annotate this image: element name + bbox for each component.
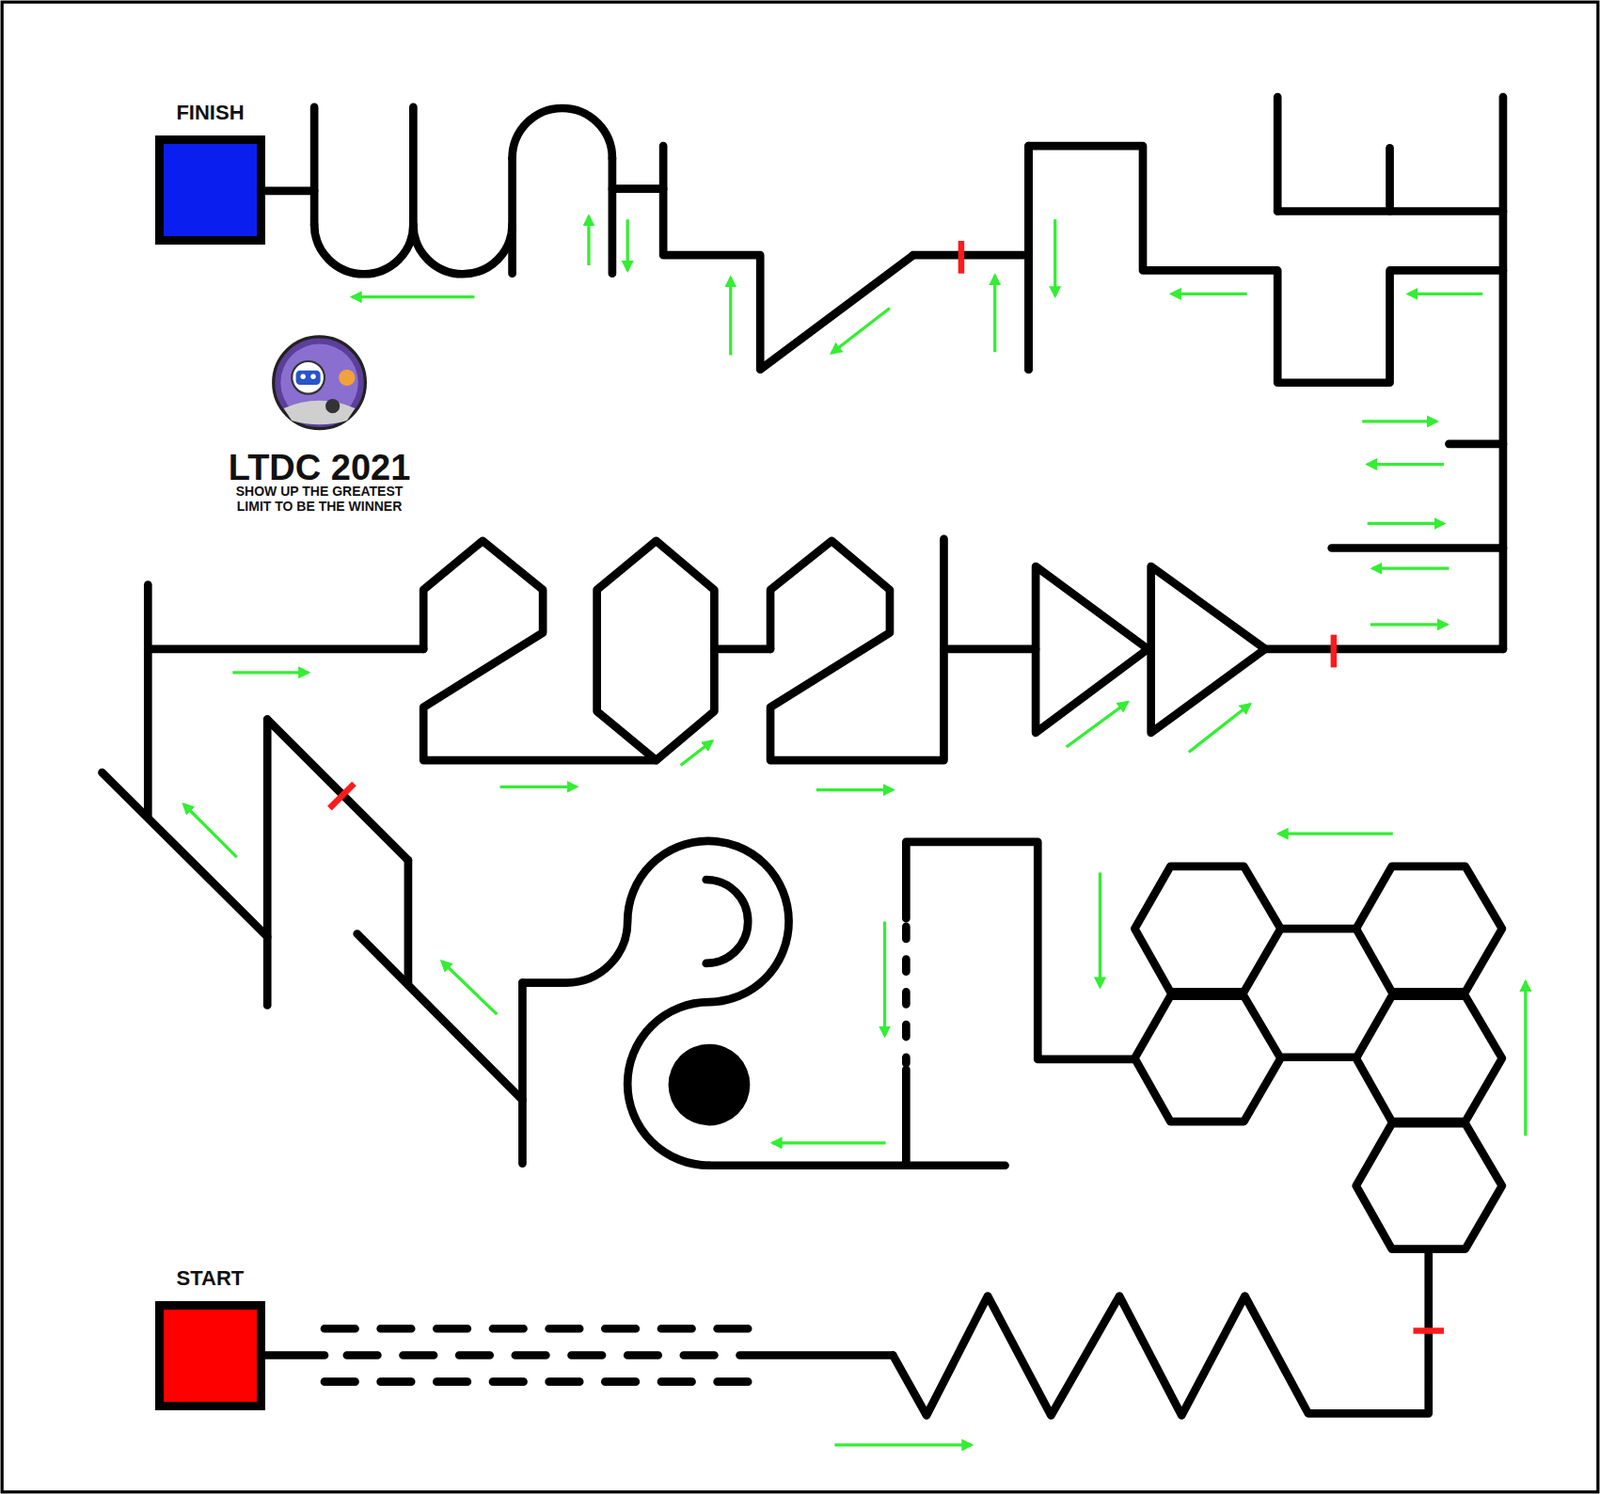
direction-arrow	[772, 1140, 886, 1144]
event-title: LTDC 2021	[228, 449, 412, 486]
track-line	[905, 841, 1135, 1060]
track-line	[101, 772, 268, 937]
track-line	[147, 645, 424, 654]
direction-arrow	[1370, 622, 1447, 626]
direction-arrow	[586, 216, 590, 266]
direction-arrow	[1367, 522, 1444, 525]
track-line	[1282, 1052, 1358, 1062]
track-line	[1029, 145, 1504, 383]
dashed-track	[324, 1324, 761, 1333]
track-line	[409, 107, 418, 225]
track-line	[1035, 566, 1148, 733]
direction-arrow	[993, 275, 997, 352]
red-marker	[1412, 1327, 1444, 1334]
checkpoint-label: START	[176, 1266, 245, 1291]
track-curve	[706, 879, 748, 964]
track-line	[518, 982, 527, 1164]
direction-arrow	[1053, 219, 1057, 296]
track-line	[1151, 566, 1267, 733]
checkpoint-square: FINISH	[155, 135, 266, 245]
track-line	[913, 251, 1030, 260]
track-line	[709, 1160, 1006, 1170]
track-line	[265, 186, 315, 195]
track-line	[739, 1350, 893, 1360]
direction-arrow	[728, 277, 732, 355]
direction-arrow	[1367, 462, 1444, 466]
track-line	[1499, 96, 1508, 650]
dashed-track	[347, 1350, 730, 1360]
direction-arrow	[1188, 703, 1251, 752]
direction-arrow	[883, 920, 887, 1035]
checkpoint-square: START	[155, 1300, 266, 1410]
track-line	[1385, 147, 1395, 211]
direction-arrow	[831, 308, 890, 354]
track-line	[713, 645, 771, 654]
track-line	[1356, 1123, 1503, 1249]
track-line	[1356, 866, 1503, 992]
track-line	[608, 158, 618, 274]
direction-arrow	[1066, 701, 1128, 747]
event-slogan: SHOW UP THE GREATEST LIMIT TO BE THE WIN…	[225, 483, 414, 514]
direction-arrow	[626, 219, 630, 270]
track-line	[663, 145, 914, 370]
track-line	[612, 184, 664, 193]
track-line	[1273, 96, 1283, 211]
track-lines	[101, 96, 1503, 1415]
track-line	[507, 158, 517, 274]
track-line	[267, 719, 409, 861]
direction-arrow	[351, 295, 475, 299]
direction-arrow	[183, 804, 237, 857]
track-curve	[522, 840, 789, 1166]
direction-arrow	[1278, 832, 1394, 836]
black-dot	[668, 1044, 751, 1126]
red-marker	[958, 240, 966, 274]
track-curve	[314, 224, 413, 275]
dashed-track	[902, 926, 911, 1063]
direction-arrow	[1408, 292, 1483, 296]
track-line	[1024, 145, 1033, 370]
track-line	[1356, 996, 1503, 1122]
track-line	[1134, 866, 1281, 992]
track-curve	[512, 108, 613, 159]
direction-arrow	[232, 670, 308, 674]
dashed-track	[324, 1377, 761, 1386]
direction-arrow	[681, 740, 713, 765]
direction-arrow	[816, 788, 893, 792]
track-line	[597, 540, 715, 761]
red-marker	[329, 783, 354, 808]
track-line	[265, 1350, 325, 1360]
track-line	[263, 719, 272, 1006]
track-line	[404, 859, 413, 984]
direction-arrow	[1362, 419, 1437, 423]
track-line	[143, 585, 153, 817]
track-line	[943, 645, 1036, 654]
direction-arrow	[500, 785, 577, 789]
direction-arrow	[1372, 567, 1449, 571]
track-line	[357, 934, 523, 1101]
track-line	[892, 1250, 1429, 1416]
track-line	[310, 107, 319, 225]
track-curve	[412, 224, 512, 275]
direction-arrow	[1523, 981, 1527, 1136]
track-line	[902, 1069, 911, 1166]
direction-arrow	[834, 1442, 971, 1446]
track-line	[770, 538, 944, 761]
track-line	[1265, 645, 1504, 654]
track-line	[1448, 440, 1503, 449]
direction-arrow	[1171, 292, 1247, 296]
track-line	[1134, 996, 1281, 1122]
direction-arrow	[1098, 871, 1102, 986]
track-line	[1282, 924, 1358, 934]
track-line	[1331, 543, 1504, 553]
direction-arrow	[442, 961, 498, 1014]
red-marker	[1330, 634, 1338, 668]
logo-badge	[273, 336, 366, 429]
checkpoint-label: FINISH	[175, 100, 244, 126]
